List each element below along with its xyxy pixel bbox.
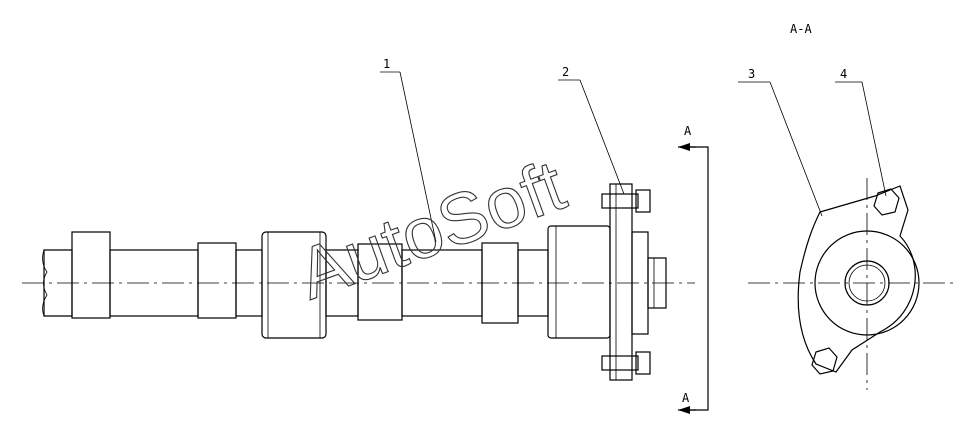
callout-3: 3 (738, 67, 823, 217)
callout-3-label: 3 (748, 67, 755, 81)
section-view (748, 178, 955, 390)
section-marker-top: A (684, 124, 692, 138)
watermark-logo: AutoSoft (288, 145, 575, 315)
section-marker-bottom: A (682, 391, 690, 405)
callout-2-label: 2 (562, 65, 569, 79)
section-cut-marker: A A (678, 124, 709, 414)
callout-1-label: 1 (383, 57, 390, 71)
callout-1: 1 (380, 57, 437, 243)
camshaft (22, 183, 695, 381)
section-title: A-A (790, 22, 812, 36)
callout-4-label: 4 (840, 67, 847, 81)
callout-4: 4 (835, 67, 887, 197)
callout-2: 2 (558, 65, 625, 195)
